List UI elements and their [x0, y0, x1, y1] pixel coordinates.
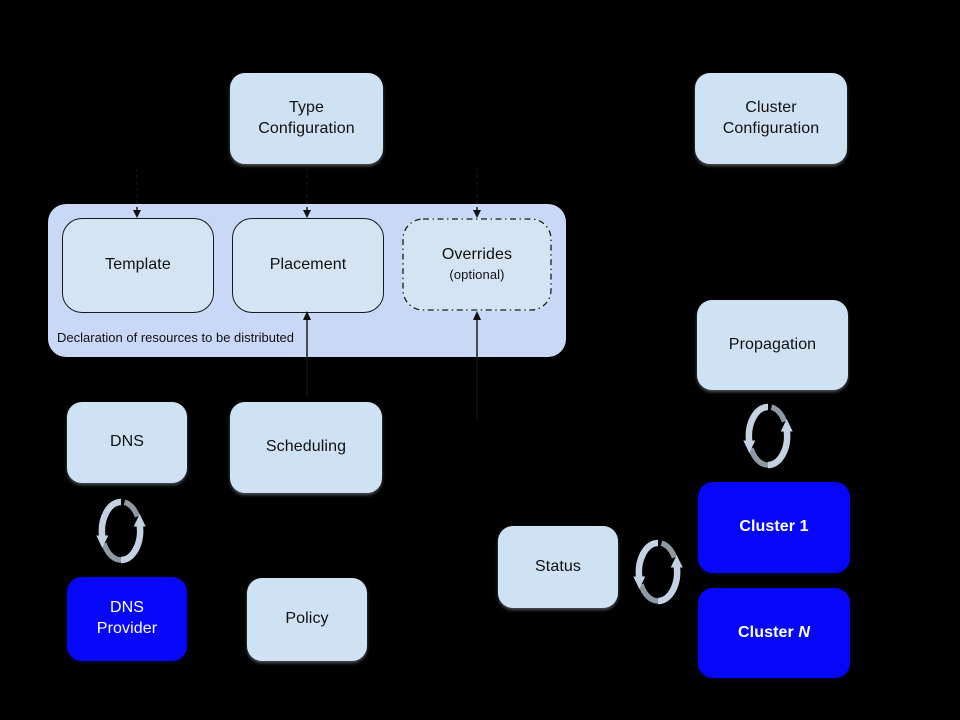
dns-box: DNS — [67, 402, 187, 483]
cluster-1-box: Cluster 1 — [698, 482, 850, 573]
cluster-configuration-box: Cluster Configuration — [695, 73, 847, 164]
placement-box: Placement — [232, 218, 384, 313]
cluster-configuration-label-line1: Cluster — [745, 98, 797, 116]
sync-icon-status — [632, 536, 684, 608]
overrides-label: Overrides — [441, 246, 513, 264]
dns-provider-label-line2: Provider — [96, 620, 158, 637]
scheduling-label: Scheduling — [265, 438, 347, 456]
dns-provider-label-line1: DNS — [109, 599, 145, 617]
cluster-n-italic: N — [798, 623, 810, 641]
sync-icon-dns — [95, 495, 147, 567]
overrides-box: Overrides (optional) — [402, 218, 552, 311]
placement-label: Placement — [269, 256, 347, 274]
cluster-1-label: Cluster 1 — [739, 518, 809, 536]
sync-icon-propagation — [742, 400, 794, 472]
policy-box: Policy — [247, 578, 367, 661]
type-configuration-label-line2: Configuration — [258, 119, 355, 137]
cluster-configuration-label-line2: Configuration — [722, 119, 820, 137]
propagation-box: Propagation — [697, 300, 848, 390]
dns-provider-box: DNS Provider — [67, 577, 187, 661]
scheduling-box: Scheduling — [230, 402, 382, 493]
policy-label: Policy — [285, 610, 329, 628]
dns-label: DNS — [109, 433, 145, 451]
template-label: Template — [105, 256, 171, 274]
status-box: Status — [498, 526, 618, 608]
propagation-label: Propagation — [728, 335, 817, 353]
overrides-sublabel: (optional) — [449, 266, 505, 282]
type-configuration-label-line1: Type — [288, 98, 325, 116]
template-box: Template — [62, 218, 214, 313]
declaration-caption: Declaration of resources to be distribut… — [57, 330, 295, 345]
type-configuration-box: Type Configuration — [230, 73, 383, 164]
status-label: Status — [535, 557, 581, 575]
